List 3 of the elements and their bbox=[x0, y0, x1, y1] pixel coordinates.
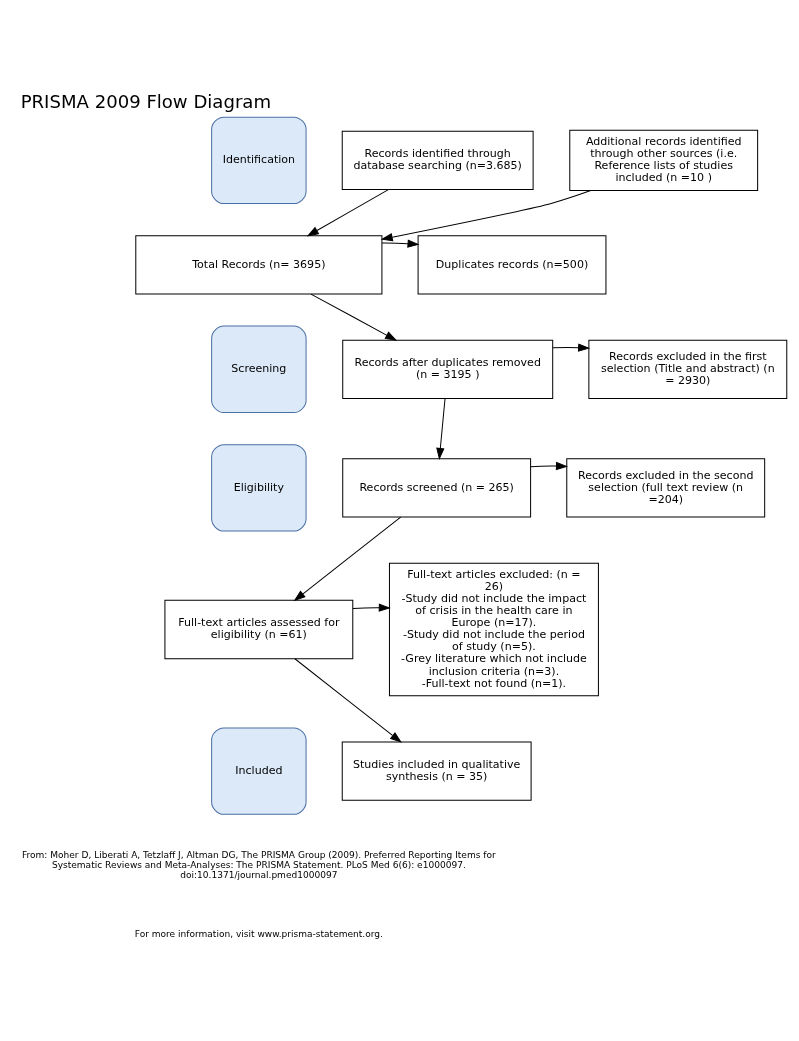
diagram-title: PRISMA 2009 Flow Diagram bbox=[20, 90, 272, 111]
label: From: Moher D, Liberati A, Tetzlaff J, Altman DG, The PRISMA Group (2009). Preferred Reporting Items for Systematic Reviews and Meta-Analyses: The PRISMA Statement. PLoS Med 6(6): e1000097. doi:10.1371/journal.pmed1000097 bbox=[22, 849, 496, 880]
label: For more information, visit www.prisma-statement.org. bbox=[134, 928, 383, 939]
